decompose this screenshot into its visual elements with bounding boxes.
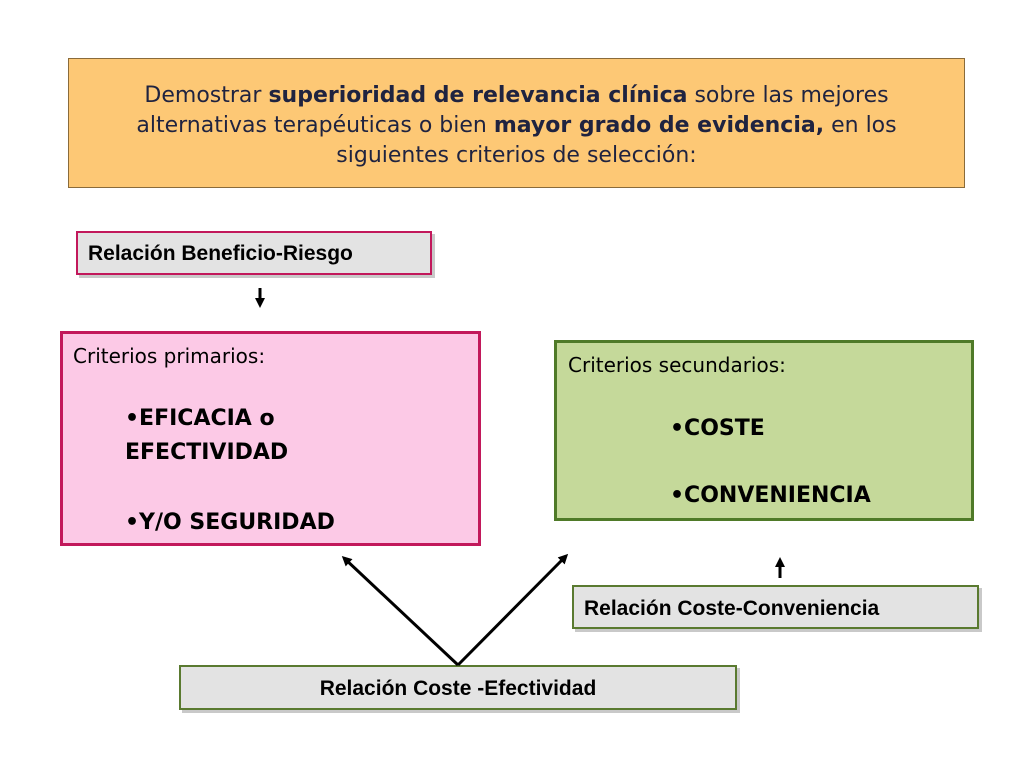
secondary-item-cost: •COSTE — [670, 416, 765, 441]
header-text-2: sobre las mejores alternativas terapéuti… — [136, 83, 889, 138]
header-bold-1: superioridad de relevancia clínica — [268, 83, 688, 108]
header-text-3: en los siguientes criterios de selección… — [336, 113, 897, 168]
header-bold-2: mayor grado de evidencia, — [493, 113, 825, 138]
benefit-risk-label: Relación Beneficio-Riesgo — [76, 231, 432, 275]
header-statement: Demostrar superioridad de relevancia clí… — [68, 58, 965, 188]
secondary-criteria-title: Criterios secundarios: — [568, 353, 786, 377]
arrow-effectiveness-to-secondary — [456, 553, 569, 667]
cost-convenience-label: Relación Coste-Conveniencia — [572, 585, 979, 629]
primary-criteria-title: Criterios primarios: — [73, 344, 266, 368]
secondary-item-convenience: •CONVENIENCIA — [670, 483, 871, 508]
arrow-effectiveness-to-primary — [341, 555, 460, 667]
secondary-criteria-box: Criterios secundarios: •COSTE •CONVENIEN… — [554, 340, 974, 521]
primary-criteria-box: Criterios primarios: •EFICACIA o EFECTIV… — [60, 331, 481, 546]
header-text-1: Demostrar — [144, 83, 269, 108]
primary-item-efficacy: •EFICACIA o EFECTIVIDAD — [125, 406, 289, 465]
cost-effectiveness-label: Relación Coste -Efectividad — [179, 665, 737, 710]
primary-item-safety: •Y/O SEGURIDAD — [125, 510, 335, 535]
